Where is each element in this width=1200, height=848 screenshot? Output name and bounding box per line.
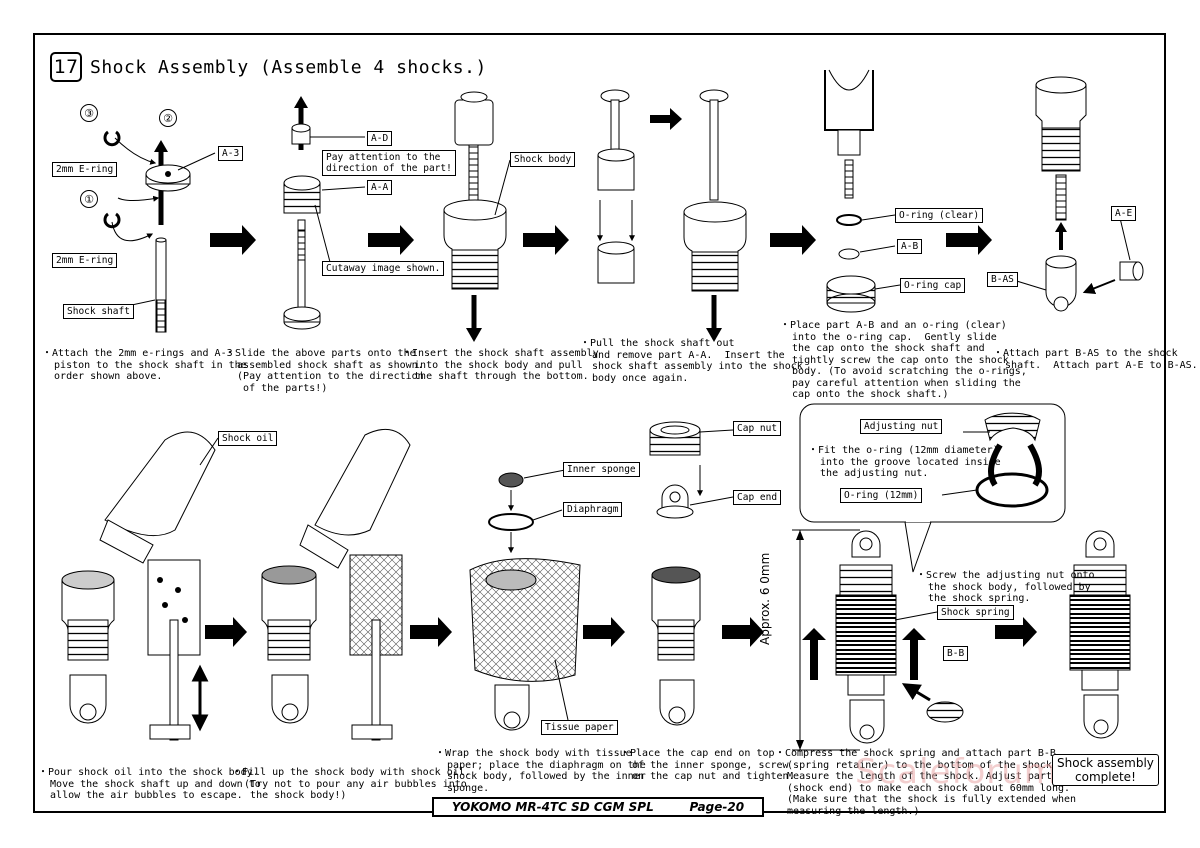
label-e-ring-1: 2mm E-ring [52,253,118,268]
label-shock-oil: Shock oil [218,431,278,446]
step-circle-2: ② [159,109,177,127]
label-ad: A-D [367,131,393,146]
note-step-6: ・Attach part B-AS to the shock shaft. At… [993,348,1198,371]
footer-model: YOKOMO MR-4TC SD CGM SPL [451,800,654,814]
label-shock-body: Shock body [510,152,576,167]
step-circle-1: ① [80,190,98,208]
panel-4-remove [597,89,747,342]
footer-page: Page-20 [689,800,745,814]
note-step-7: ・Pour shock oil into the shock body. Mov… [38,767,261,801]
label-tissue-paper: Tissue paper [541,720,618,735]
step-title: Shock Assembly (Assemble 4 shocks.) [90,56,487,78]
step-number: 17 [50,52,82,82]
note-step-2: ・Slide the above parts onto the assemble… [225,348,424,394]
label-o-ring-clear: O-ring (clear) [895,208,984,223]
label-pay-attention: Pay attention to the direction of the pa… [322,150,456,176]
note-step-1: ・Attach the 2mm e-rings and A-3 piston t… [42,348,247,382]
panel-2-parts [283,96,321,330]
label-aa: A-A [367,180,393,195]
label-ab: A-B [897,239,923,254]
panel-10-capend [649,421,703,726]
panel-5-cap [824,69,876,313]
label-inner-sponge: Inner sponge [563,462,640,477]
label-adjusting-nut: Adjusting nut [860,419,943,434]
step-header: 17 Shock Assembly (Assemble 4 shocks.) [50,52,487,82]
panel-6-end [1035,76,1144,312]
label-e-ring-3: 2mm E-ring [52,162,118,177]
label-o-ring-cap: O-ring cap [900,278,966,293]
label-a3: A-3 [218,146,244,161]
note-step-9: ・Wrap the shock body with tissue paper; … [435,748,646,794]
assembly-complete-badge: Shock assembly complete! [1052,754,1159,786]
note-step-3: ・Insert the shock shaft assembly into th… [402,348,599,382]
panel-11-spring [792,529,964,751]
panel-7-oil [61,431,216,741]
label-cutaway: Cutaway image shown. [322,261,445,276]
step-arrows-row-2 [205,617,1037,647]
panel-1-shaft [103,130,191,333]
label-approx-60mm: Approx. 6 0mm [758,552,772,645]
label-o-ring-12: O-ring (12mm) [840,488,923,503]
panel-3-body [443,91,507,342]
label-bb: B-B [943,646,969,661]
step-arrows-row-1 [210,108,992,255]
page-footer: YOKOMO MR-4TC SD CGM SPL Page-20 [432,797,764,817]
panel-8-fill [261,428,411,741]
label-diaphragm: Diaphragm [563,502,623,517]
note-step-4: ・Pull the shock shaft out and remove par… [580,338,803,384]
note-step-10: ・Place the cap end on top of the inner s… [620,748,795,782]
label-ae: A-E [1111,206,1137,221]
label-cap-end: Cap end [733,490,782,505]
label-shock-spring: Shock spring [937,605,1014,620]
note-step-5: ・Place part A-B and an o-ring (clear) in… [780,320,1027,400]
label-shock-shaft: Shock shaft [63,304,134,319]
note-screw-nut: ・Screw the adjusting nut onto the shock … [916,570,1095,604]
label-bas: B-AS [987,272,1018,287]
note-adjusting-nut: ・Fit the o-ring (12mm diameter) into the… [808,445,1001,479]
step-circle-3: ③ [80,104,98,122]
note-step-11: ・Compress the shock spring and attach pa… [775,748,1082,817]
note-step-8: ・Fill up the shock body with shock oil. … [232,767,471,801]
panel-9-tissue [469,472,581,731]
label-cap-nut: Cap nut [733,421,782,436]
panel-12-complete [1069,530,1131,739]
